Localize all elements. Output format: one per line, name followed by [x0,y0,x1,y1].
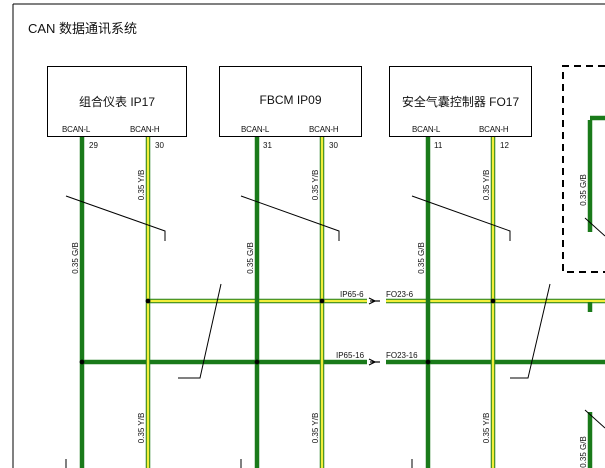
ecu-name: 组合仪表 IP17 [78,95,156,109]
inline-connectors [368,297,380,366]
green-verticals [79,115,605,468]
dashed-module-box [562,65,605,273]
pin-label-bcan-l: BCAN-L [62,125,91,134]
ecu-instrument-cluster: 组合仪表 IP17 BCAN-L BCAN-H [47,66,187,137]
twist-markers [65,195,605,468]
ecu-fbcm: FBCM IP09 BCAN-L BCAN-H [219,66,362,137]
ecu-airbag-controller: 安全气囊控制器 FO17 BCAN-L BCAN-H [389,66,532,137]
pin-label-bcan-h: BCAN-H [130,125,160,134]
pin-number: 30 [155,141,164,150]
pin-number: 11 [434,141,443,150]
pin-label-bcan-h: BCAN-H [479,125,509,134]
splice-dots [79,298,496,365]
diagram-title: CAN 数据通讯系统 [28,21,138,36]
pin-number: 31 [263,141,272,150]
pin-label-bcan-l: BCAN-L [412,125,441,134]
ecu-name: 安全气囊控制器 FO17 [401,95,520,109]
pin-number: 29 [89,141,98,150]
pin-number: 12 [500,141,509,150]
ecu-name: FBCM IP09 [259,93,322,107]
pin-number: 30 [329,141,338,150]
pin-label-bcan-h: BCAN-H [309,125,339,134]
pin-label-bcan-l: BCAN-L [241,125,270,134]
